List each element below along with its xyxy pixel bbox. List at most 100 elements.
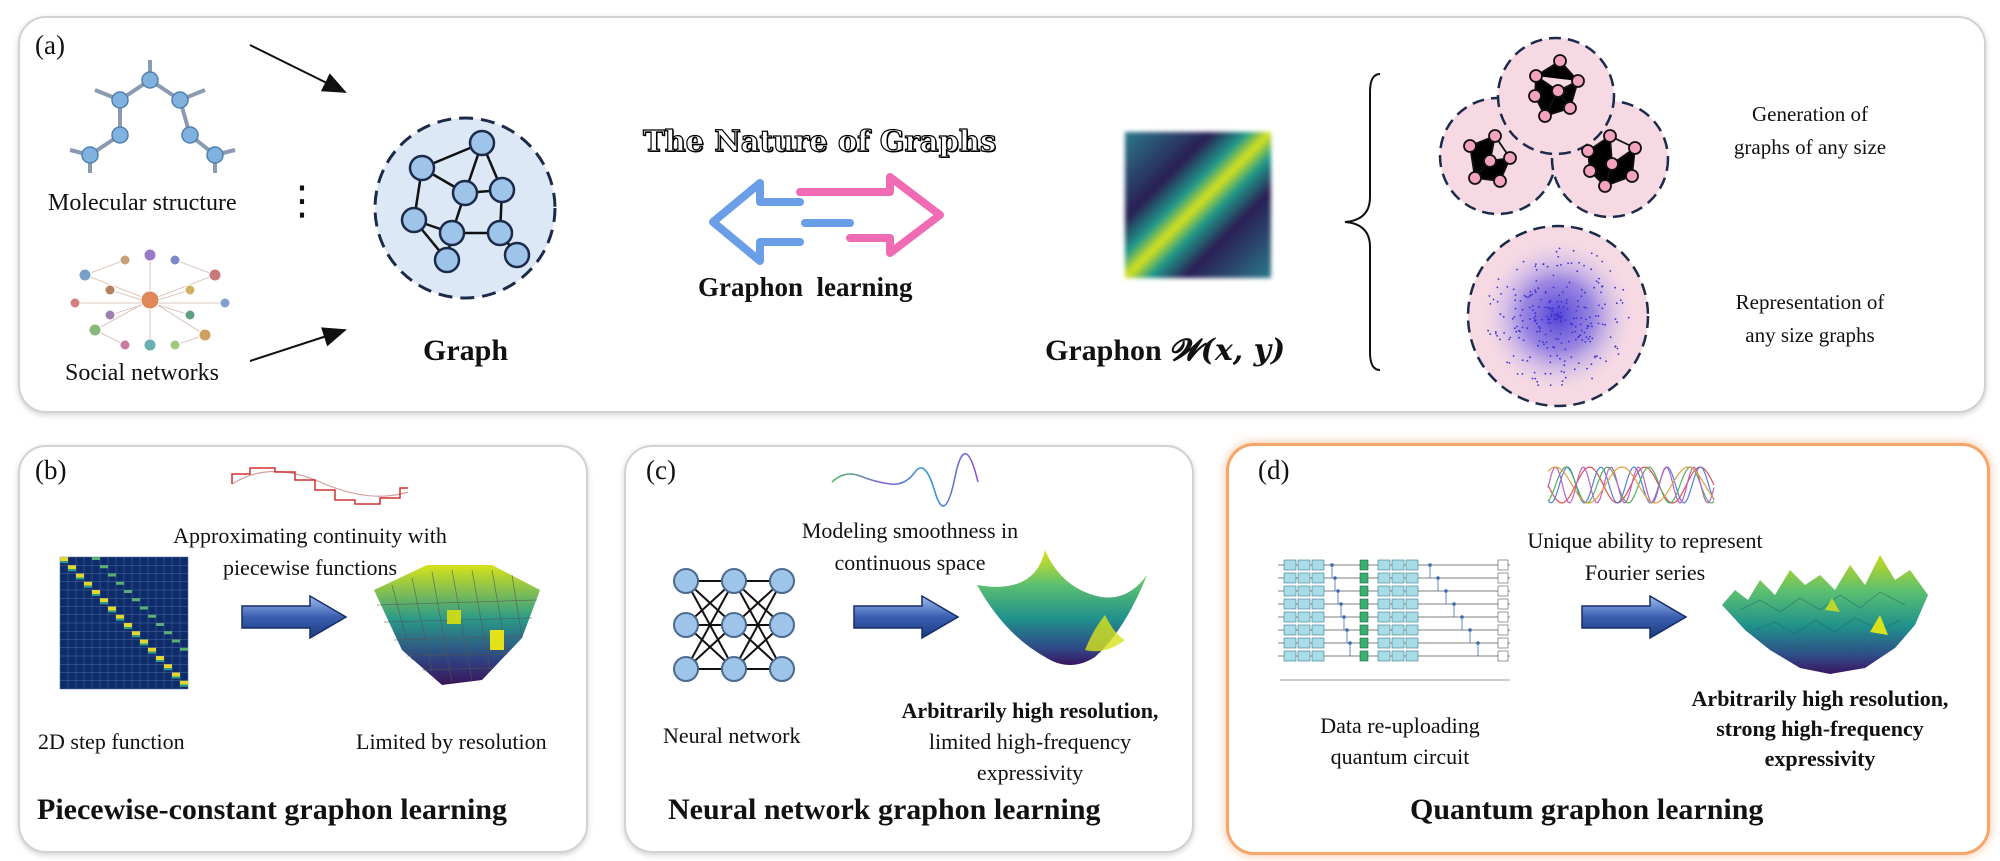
graph-node-dot [1557,306,1560,309]
graph-node-dot [1531,293,1534,296]
graph-node-dot [1553,318,1556,320]
circuit-gate [1283,637,1297,649]
graph-node-dot [1550,330,1552,332]
graph-node-dot [1506,286,1509,288]
graph-node-dot [1572,249,1575,252]
circuit-gate [1297,585,1311,597]
graph-node-dot [1521,308,1524,311]
graph-node-dot [1556,264,1559,267]
step-cell [132,598,140,602]
graph-node-dot [1529,356,1531,359]
graph-node-dot [1595,280,1598,282]
graph-node-dot [1496,286,1499,289]
graph-node-dot [1508,338,1510,341]
graph-node-dot [1580,295,1583,298]
graph-node-dot [1588,335,1591,338]
graph-node-dot [1614,286,1617,289]
step-cell [156,623,164,626]
graph-node-dot [1529,318,1531,320]
graph-node-dot [1555,318,1557,321]
graph-node-dot [1609,336,1612,338]
step-cell [116,614,124,619]
step-cell [180,647,188,651]
step-cell [116,618,124,621]
graph-node-dot [1585,336,1588,339]
graph-node-dot [1619,299,1622,302]
graph-node-dot [1526,327,1529,330]
step-cell [100,565,108,569]
circuit-gate [1391,572,1405,584]
graph-node-dot [1605,360,1607,363]
step-cell [164,664,172,669]
step-cell [84,585,92,588]
circuit-gate [1283,611,1297,623]
generation-label: Generation of graphs of any size [1700,98,1920,164]
graph-node-dot [1522,260,1525,263]
graph-node-dot [1542,263,1545,266]
generated-graphs-icon [1438,36,1670,219]
graph-node-dot [1557,255,1560,258]
brace-icon [1344,73,1381,371]
circuit-gate [1391,650,1405,662]
graph-node-dot [1489,303,1492,305]
graph-node-dot [1591,337,1594,340]
graph-node-dot [1590,322,1592,325]
graph-node-dot [1593,286,1595,289]
panel-c-title: Neural network graphon learning [668,793,1101,826]
circuit-control [1452,602,1456,606]
graph-node-dot [1541,318,1543,321]
circuit-control [1330,563,1334,567]
graph-node-dot [1597,281,1600,284]
graph-node-dot [1549,299,1552,302]
graph-node-dot [1526,360,1529,362]
graph-node-dot [1534,289,1536,292]
graph-node-dot [1513,327,1516,330]
circuit-gate [1297,598,1311,610]
graph-node-dot [1558,316,1561,319]
graph-node-dot [1627,316,1630,319]
graph-node-dot [1565,299,1568,301]
circuit-gate [1377,559,1391,571]
graph-node-dot [1511,317,1514,320]
graph-node-dot [1497,278,1500,280]
graph-node-dot [1577,305,1579,308]
graph-node-dot [1621,302,1624,304]
block-arrow-icon [1581,594,1688,640]
graph-node-dot [1564,348,1567,351]
graph-node-dot [1559,357,1561,360]
step-cell [156,660,164,662]
circuit-measure [1497,585,1509,597]
graph-node-dot [1537,384,1540,386]
graph-node-dot [1576,300,1579,302]
circuit-gate [1405,572,1419,584]
circuit-gate [1311,598,1325,610]
step-cell [76,577,84,580]
graph-node-dot [1536,330,1538,333]
graph-node-dot [1591,325,1593,328]
graph-node-dot [1600,291,1602,294]
step-cell [116,581,124,585]
graph-node-dot [1547,318,1550,321]
graph-node-dot [1531,377,1534,380]
block-arrow-icon [241,594,348,640]
circuit-gate [1311,559,1325,571]
circuit-gate [1359,572,1369,584]
graph-node-dot [1560,370,1563,373]
circuit-label-line-2: quantum circuit [1330,744,1470,769]
smooth-curve-icon [831,452,979,507]
graph-node-dot [1537,344,1539,347]
graph-node-dot [1604,303,1606,306]
graph-node-dot [1552,346,1554,348]
graph-node-dot [1534,265,1537,268]
graph-node-dot [1533,371,1536,374]
circuit-gate [1359,585,1369,597]
circuit-measure [1497,624,1509,636]
graph-node-dot [1583,306,1586,309]
panel-d-note-line-3: expressivity [1764,746,1876,771]
graph-node-dot [1514,294,1517,296]
step-curve-icon [231,467,409,505]
circuit-gate [1283,559,1297,571]
step-function-label: 2D step function [38,729,185,754]
step-cell [140,639,148,644]
step-cell [180,680,188,685]
